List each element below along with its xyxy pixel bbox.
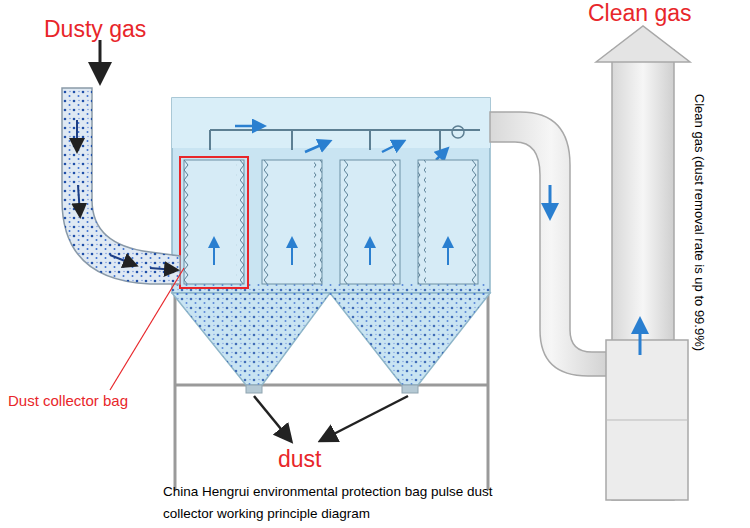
hopper bbox=[330, 293, 490, 385]
stack-note: Clean gas (dust removal rate is up to 99… bbox=[692, 93, 707, 350]
pulse-pipe bbox=[210, 130, 480, 150]
collector-housing bbox=[172, 98, 490, 293]
leader-line bbox=[110, 268, 184, 390]
dust-arrow bbox=[254, 396, 408, 440]
outlet-duct bbox=[490, 112, 612, 376]
flow-arrow bbox=[214, 240, 448, 265]
flow-arrow bbox=[77, 120, 176, 270]
dust-label: dust bbox=[278, 446, 321, 472]
caption: China Hengrui environmental protection b… bbox=[163, 481, 508, 524]
inlet-pipe bbox=[62, 88, 180, 284]
flow-arrow bbox=[639, 322, 642, 355]
inlet-arrow bbox=[99, 40, 102, 80]
stack-cap bbox=[596, 26, 690, 62]
stack-base bbox=[606, 340, 688, 500]
hopper bbox=[172, 293, 330, 385]
inlet-label: Dusty gas bbox=[44, 16, 146, 42]
highlight-frame bbox=[180, 157, 248, 288]
outlet-label: Clean gas bbox=[588, 0, 692, 26]
flow-arrow bbox=[235, 126, 446, 160]
filter-bag bbox=[184, 160, 478, 284]
part-label: Dust collector bag bbox=[8, 392, 128, 409]
flow-arrow bbox=[549, 185, 552, 215]
